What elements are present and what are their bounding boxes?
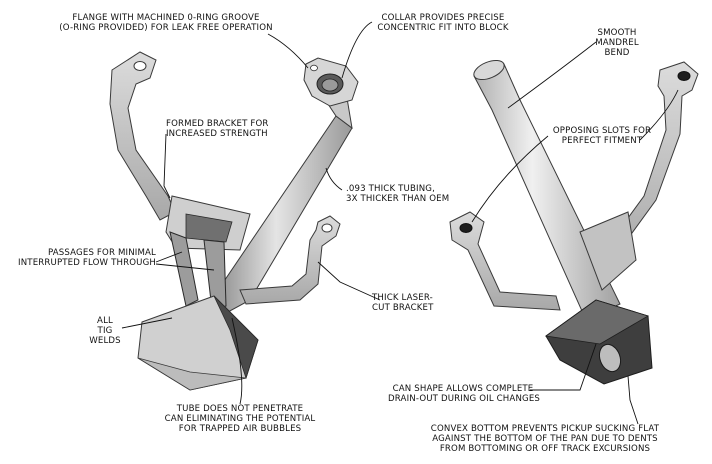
right-bracket-hole-top: [677, 71, 691, 81]
leader-flange: [267, 33, 309, 69]
right-tube-opening: [473, 59, 505, 81]
left-flange-bolt-hole: [310, 64, 318, 72]
left-rear-bracket: [109, 51, 176, 221]
right-slot-hole: [459, 223, 473, 233]
left-passage-legs: [169, 231, 227, 311]
leader-lines: [121, 21, 679, 425]
label-tig-welds: ALL TIG WELDS: [89, 316, 121, 346]
label-tubing: .093 THICK TUBING, 3X THICKER THAN OEM: [346, 184, 450, 204]
left-flange-bore-inner: [321, 78, 339, 92]
label-laser-cut-bracket: THICK LASER- CUT BRACKET: [372, 293, 434, 313]
leader-mandrel: [507, 41, 597, 109]
leader-passages-b: [155, 263, 215, 271]
leader-tig: [121, 317, 173, 329]
label-tube-penetrate: TUBE DOES NOT PENETRATE CAN ELIMINATING …: [164, 404, 316, 434]
leader-formed-bracket: [163, 133, 171, 199]
right-slot-bracket: [449, 211, 561, 311]
leader-tube-penetrate: [231, 317, 243, 405]
left-bracket-window: [185, 213, 233, 243]
left-laser-cut-bracket: [239, 215, 341, 305]
left-bracket-hole-front: [321, 223, 333, 233]
label-collar: COLLAR PROVIDES PRECISE CONCENTRIC FIT I…: [377, 13, 509, 33]
label-mandrel-bend: SMOOTH MANDREL BEND: [595, 28, 639, 58]
label-formed-bracket: FORMED BRACKET FOR INCREASED STRENGTH: [166, 119, 269, 139]
leader-convex-bottom: [627, 375, 639, 425]
right-can-top: [544, 299, 649, 345]
leader-laser-bracket: [317, 261, 381, 301]
label-flange: FLANGE WITH MACHINED 0-RING GROOVE (O-RI…: [59, 13, 273, 33]
right-pickup-tube: [473, 63, 621, 321]
leader-tubing: [325, 167, 343, 191]
leader-slots-b: [639, 89, 679, 141]
leader-slots-a: [471, 135, 549, 223]
leader-can-shape: [530, 343, 597, 391]
label-convex-bottom: CONVEX BOTTOM PREVENTS PICKUP SUCKING FL…: [430, 424, 660, 454]
label-opposing-slots: OPPOSING SLOTS FOR PERFECT FITMENT: [552, 126, 652, 146]
label-passages: PASSAGES FOR MINIMAL INTERRUPTED FLOW TH…: [18, 248, 156, 268]
right-pickup-assembly: [449, 59, 699, 385]
left-can-bottom: [137, 357, 247, 391]
right-lower-web: [579, 211, 637, 291]
leader-collar: [341, 21, 373, 79]
label-can-shape: CAN SHAPE ALLOWS COMPLETE DRAIN-OUT DURI…: [388, 384, 541, 404]
left-pickup-assembly: [109, 51, 359, 391]
right-can-drain-hole: [598, 343, 622, 373]
leader-passages-a: [155, 251, 183, 263]
left-bracket-hole-top: [133, 61, 147, 71]
